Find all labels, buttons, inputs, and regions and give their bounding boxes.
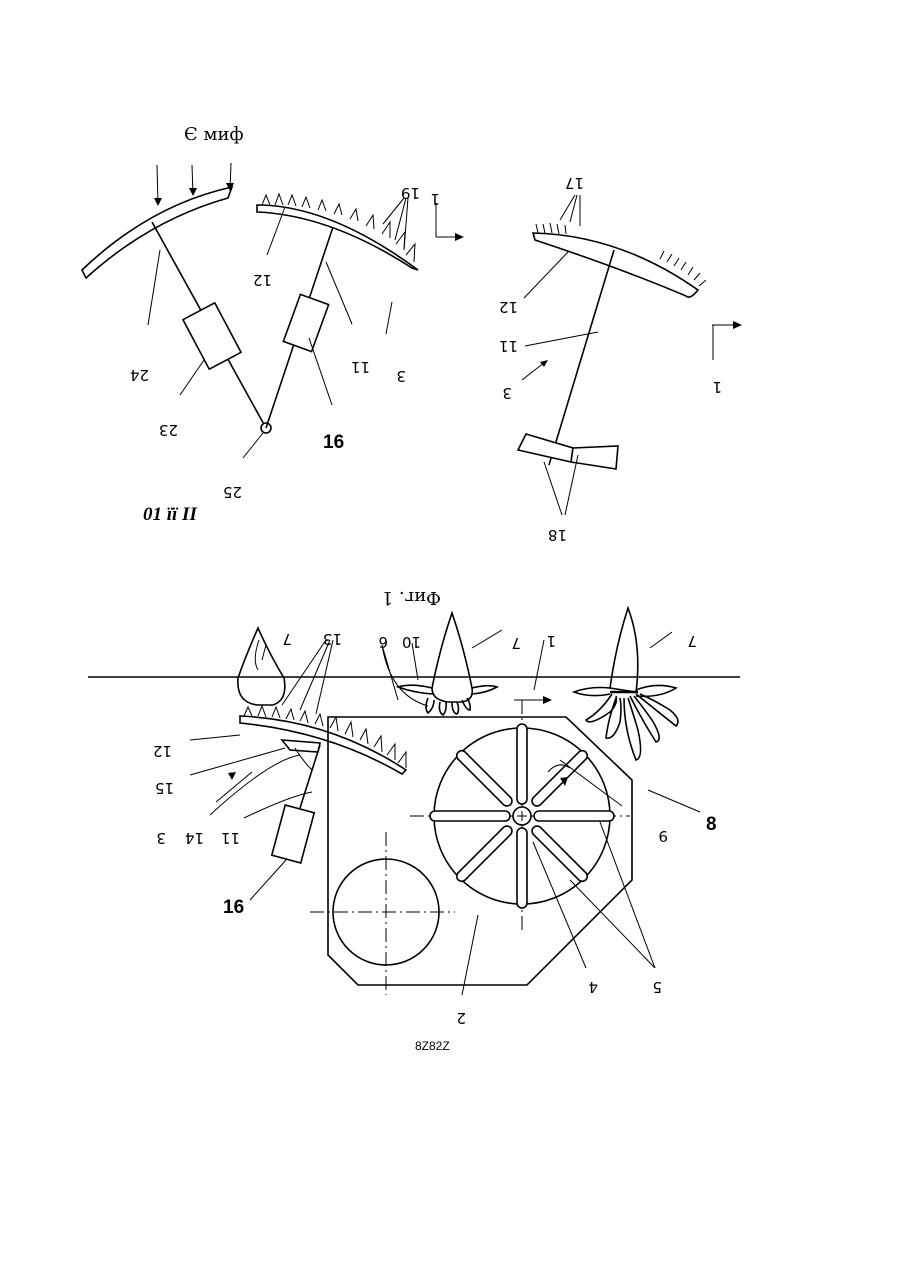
leader-17b (570, 195, 577, 222)
ref-13: 13 (323, 630, 342, 648)
leader-15 (190, 748, 285, 775)
ref-7a: 7 (282, 630, 292, 648)
leader-17a (560, 195, 575, 220)
ref-17: 17 (565, 174, 584, 192)
leader-18b (565, 455, 578, 515)
leader-5b (570, 880, 655, 968)
plant-7-center (432, 613, 472, 702)
leader-19c (404, 198, 408, 250)
plant-7-right (610, 608, 638, 692)
ref-14: 14 (185, 829, 204, 847)
actuator-16-bottom (272, 805, 314, 863)
ref-3: 3 (396, 367, 406, 385)
leader-1 (534, 640, 544, 690)
ref-1: 1 (430, 190, 440, 208)
ref-15: 15 (155, 779, 174, 797)
leader-18a (544, 462, 562, 515)
ref-5: 5 (652, 978, 662, 996)
ref-23: 23 (159, 421, 178, 439)
ref-8: 8 (706, 814, 717, 835)
leader-3r (522, 362, 545, 380)
footer-code: 8Z82Z (415, 1039, 450, 1053)
ref-2: 2 (456, 1009, 466, 1027)
plate-12-side (533, 233, 698, 297)
rod-11 (549, 250, 614, 465)
arm-11-bottom (300, 745, 320, 808)
leader-12r (524, 252, 568, 298)
leader-11 (326, 262, 352, 324)
leader-5a (600, 822, 655, 968)
leader-3b (216, 772, 252, 802)
bristles-17 (536, 223, 706, 286)
ref-12b: 12 (153, 742, 172, 760)
leader-7b (472, 630, 502, 648)
plate-teeth-bottom (244, 706, 406, 768)
ref-12r: 12 (499, 298, 518, 316)
ref-10: 10 (402, 633, 421, 651)
toothed-plate-12 (257, 205, 418, 270)
foot-block-18a (518, 434, 573, 462)
leader-3 (386, 302, 392, 334)
leader-24 (148, 250, 160, 325)
actuator-block-16 (283, 294, 328, 351)
shoe-15 (282, 740, 320, 752)
leader-19b (395, 198, 406, 240)
ref-11: 11 (351, 358, 370, 376)
leader-7c (650, 632, 672, 648)
ref-4: 4 (588, 978, 598, 996)
ref-25: 25 (223, 483, 242, 501)
figure-top-right: 17 12 11 3 18 1 (499, 174, 742, 544)
foot-block-18b (571, 446, 618, 469)
leader-2 (462, 915, 478, 995)
leader-19a (383, 198, 404, 224)
ref-3r: 3 (502, 384, 512, 402)
ref-16b: 16 (223, 897, 244, 918)
leader-9 (560, 760, 622, 806)
leader-13a (282, 640, 326, 705)
leader-23 (180, 360, 204, 395)
ref-6: 6 (378, 633, 388, 651)
ref-19: 19 (401, 184, 420, 202)
ref-7b: 7 (511, 634, 521, 652)
ref-7c: 7 (687, 632, 697, 650)
leader-25 (243, 433, 263, 458)
leader-16b (250, 860, 286, 900)
ref-18: 18 (548, 526, 567, 544)
ref-1b: 1 (546, 632, 556, 650)
leader-8 (648, 790, 700, 812)
leader-16 (309, 338, 332, 405)
ref-3b: 3 (156, 829, 166, 847)
actuator-block-23 (183, 303, 241, 369)
plant-7-left (238, 628, 285, 705)
ref-11r: 11 (499, 337, 518, 355)
ref-16: 16 (323, 432, 344, 453)
ref-1r: 1 (712, 378, 722, 396)
leader-13b (300, 640, 330, 710)
ref-24: 24 (130, 366, 149, 384)
figure-top-left: Є миф (82, 124, 464, 525)
ref-12: 12 (253, 271, 272, 289)
ref-11b: 11 (221, 829, 240, 847)
ref-9: 9 (658, 827, 668, 845)
figure-caption-fig1: Фиг. 1 (382, 587, 441, 608)
figure-caption: 01 ïï II (143, 504, 197, 525)
figure-title: Є миф (184, 124, 244, 145)
leader-12b (190, 735, 240, 740)
figure-bottom: 7 13 10 6 7 1 7 12 15 3 14 11 9 8 16 2 4… (88, 608, 740, 1027)
